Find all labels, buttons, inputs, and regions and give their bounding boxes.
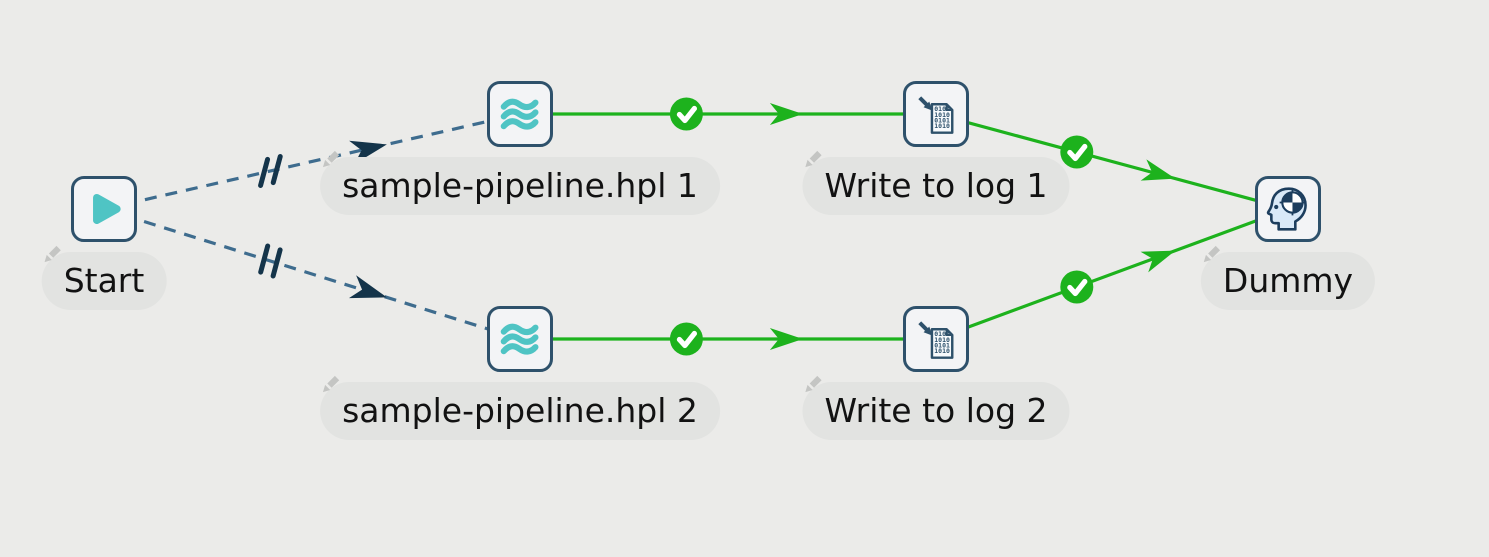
write-to-log-icon: 0101 1010 0101 1010 bbox=[918, 321, 954, 359]
edit-pencil-icon bbox=[805, 375, 822, 393]
hop-success-icon[interactable] bbox=[669, 322, 703, 356]
pipeline-waves-icon bbox=[500, 98, 539, 130]
node-label-text: Write to log 2 bbox=[824, 391, 1048, 430]
workflow-node-write-log-2[interactable]: 0101 1010 0101 1010 bbox=[903, 306, 969, 372]
hop-start-pipeline-2 bbox=[103, 207, 521, 341]
hop-pipeline-1-write-log-1 bbox=[520, 97, 936, 131]
play-icon bbox=[93, 193, 121, 225]
hop-unconditional-icon[interactable] bbox=[258, 156, 271, 188]
binary-text-line: 1010 bbox=[934, 347, 950, 355]
hop-arrowhead bbox=[1140, 250, 1176, 273]
binary-text-line: 0101 bbox=[934, 342, 950, 350]
node-label-pipeline-2[interactable]: sample-pipeline.hpl 2 bbox=[320, 375, 720, 440]
workflow-node-dummy[interactable] bbox=[1255, 176, 1321, 242]
hop-unconditional-icon[interactable] bbox=[258, 243, 271, 275]
eye-dot bbox=[1274, 204, 1279, 210]
checkmark-icon bbox=[1067, 143, 1088, 162]
binary-text-line: 1010 bbox=[934, 122, 950, 130]
binary-text-line: 0101 bbox=[934, 330, 950, 338]
write-to-log-icon: 0101 1010 0101 1010 bbox=[918, 96, 954, 134]
checkmark-icon bbox=[676, 105, 698, 124]
node-label-text: sample-pipeline.hpl 2 bbox=[342, 391, 698, 430]
edit-pencil-icon bbox=[322, 375, 340, 393]
node-label-start[interactable]: Start bbox=[41, 245, 167, 310]
hop-arrowhead bbox=[1140, 159, 1176, 181]
hop-success-icon[interactable] bbox=[669, 97, 703, 131]
hop-unconditional-icon[interactable] bbox=[270, 247, 283, 279]
node-label-text: sample-pipeline.hpl 1 bbox=[342, 166, 698, 205]
hop-line[interactable] bbox=[935, 112, 1289, 211]
checkmark-icon bbox=[676, 330, 698, 349]
hop-pipeline-2-write-log-2 bbox=[520, 322, 936, 356]
hop-line[interactable] bbox=[103, 207, 521, 341]
node-label-write-log-2[interactable]: Write to log 2 bbox=[802, 375, 1070, 440]
node-label-dummy[interactable]: Dummy bbox=[1200, 245, 1376, 310]
edit-pencil-icon bbox=[805, 150, 822, 168]
hop-arrowhead bbox=[769, 328, 803, 350]
hop-success-icon[interactable] bbox=[1060, 135, 1094, 169]
checkmark-icon bbox=[1067, 278, 1088, 297]
binary-text-line: 1010 bbox=[934, 336, 950, 344]
hop-line[interactable] bbox=[935, 207, 1289, 341]
binary-text-line: 0101 bbox=[934, 117, 950, 125]
node-label-pipeline-1[interactable]: sample-pipeline.hpl 1 bbox=[320, 150, 720, 215]
pipeline-waves-icon bbox=[500, 323, 539, 355]
workflow-node-start[interactable] bbox=[71, 176, 137, 242]
hop-write-log-1-dummy bbox=[935, 112, 1289, 211]
log-document bbox=[930, 103, 954, 134]
log-document bbox=[930, 328, 954, 359]
edit-pencil-icon bbox=[1203, 245, 1221, 263]
hop-write-log-2-dummy bbox=[935, 207, 1289, 341]
hop-success-icon[interactable] bbox=[1060, 270, 1094, 304]
dummy-head-icon bbox=[1266, 187, 1307, 231]
node-label-text: Write to log 1 bbox=[824, 166, 1048, 205]
node-label-text: Dummy bbox=[1222, 261, 1354, 300]
hop-unconditional-icon[interactable] bbox=[270, 154, 283, 186]
hop-arrowhead bbox=[769, 103, 803, 125]
hop-arrowhead bbox=[348, 275, 387, 299]
node-label-write-log-1[interactable]: Write to log 1 bbox=[802, 150, 1070, 215]
node-label-text: Start bbox=[63, 261, 145, 300]
edit-pencil-icon bbox=[322, 150, 340, 168]
workflow-node-write-log-1[interactable]: 0101 1010 0101 1010 bbox=[903, 81, 969, 147]
binary-text-line: 0101 bbox=[934, 105, 950, 113]
workflow-node-pipeline-2[interactable] bbox=[487, 306, 553, 372]
hop-line[interactable] bbox=[103, 112, 521, 211]
workflow-node-pipeline-1[interactable] bbox=[487, 81, 553, 147]
binary-text-line: 1010 bbox=[934, 111, 950, 119]
edit-pencil-icon bbox=[44, 245, 61, 263]
